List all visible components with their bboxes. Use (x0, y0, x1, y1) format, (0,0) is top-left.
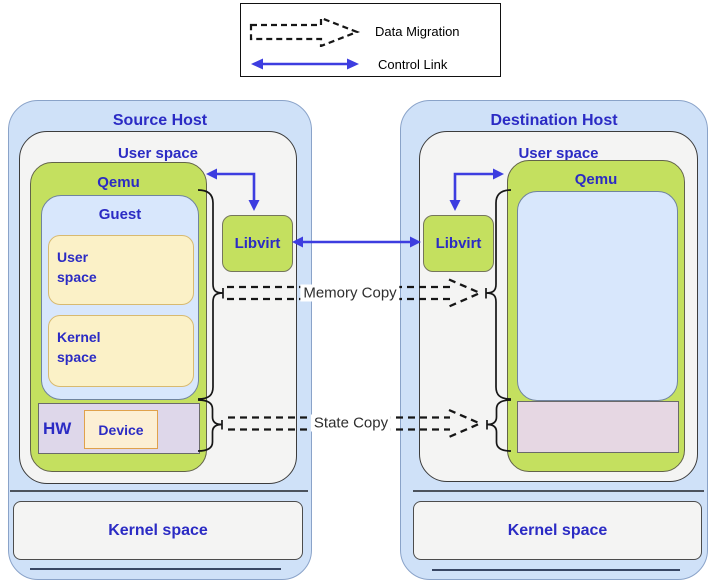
data-migration-arrow-icon (249, 17, 361, 47)
source-host-title: Source Host (112, 112, 208, 129)
source-user-space-box: User space Qemu Guest User space Kernel … (19, 131, 297, 484)
state-copy-label: State Copy (310, 414, 392, 432)
destination-hw-box (517, 401, 679, 453)
memory-copy-label: Memory Copy (300, 284, 400, 302)
destination-guest-box (517, 191, 678, 401)
source-qemu-title: Qemu (97, 174, 140, 191)
source-host-box: Source Host User space Qemu Guest User s… (8, 100, 312, 580)
source-libvirt-box: Libvirt (222, 215, 293, 272)
source-user-space-title: User space (117, 145, 199, 162)
destination-host-title: Destination Host (490, 112, 618, 129)
guest-kernel-space-box: Kernel space (48, 315, 194, 387)
legend-data-migration-label: Data Migration (375, 24, 460, 39)
legend-control-link-label: Control Link (378, 57, 448, 72)
source-guest-box: Guest User space Kernel space (41, 195, 199, 400)
destination-user-space-box: User space Qemu Libvirt (419, 131, 698, 482)
destination-host-box: Destination Host User space Qemu Libvirt… (400, 100, 708, 580)
destination-qemu-box: Qemu (507, 160, 685, 472)
destination-libvirt-box: Libvirt (423, 215, 494, 272)
destination-kernel-space-box: Kernel space (413, 501, 702, 560)
control-link-arrow-icon (251, 58, 359, 70)
source-device-box: Device (84, 410, 158, 449)
legend-box: Data Migration Control Link (240, 3, 501, 77)
guest-user-space-box: User space (48, 235, 194, 305)
destination-user-space-title: User space (518, 145, 599, 162)
source-kernel-space-box: Kernel space (13, 501, 303, 560)
source-guest-title: Guest (98, 206, 142, 223)
source-hw-box: HW Device (38, 403, 200, 454)
source-hw-label: HW (43, 418, 72, 438)
source-qemu-box: Qemu Guest User space Kernel space HW De… (30, 162, 207, 472)
destination-qemu-title: Qemu (574, 171, 618, 188)
